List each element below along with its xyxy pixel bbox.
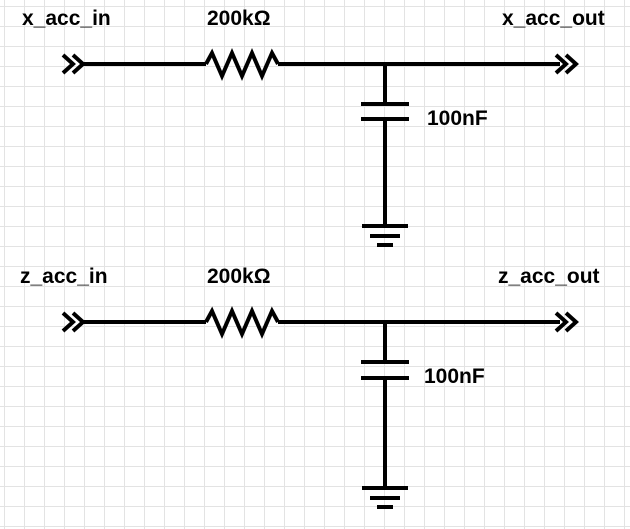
x-resistor-icon bbox=[204, 47, 280, 82]
x-input-label: x_acc_in bbox=[22, 7, 111, 30]
z-acc-circuit bbox=[61, 305, 579, 509]
x-acc-circuit bbox=[61, 47, 579, 247]
x-input-port-icon bbox=[61, 53, 86, 75]
z-output-port-icon bbox=[554, 311, 579, 333]
z-ground-icon bbox=[362, 486, 408, 509]
x-output-label: x_acc_out bbox=[502, 7, 605, 30]
x-resistor-value-label: 200kΩ bbox=[207, 7, 271, 30]
z-input-label: z_acc_in bbox=[20, 265, 108, 288]
x-output-port-icon bbox=[554, 53, 579, 75]
x-capacitor-value-label: 100nF bbox=[427, 107, 488, 130]
z-output-label: z_acc_out bbox=[498, 265, 600, 288]
z-resistor-value-label: 200kΩ bbox=[207, 265, 271, 288]
z-capacitor-value-label: 100nF bbox=[424, 365, 485, 388]
z-resistor-icon bbox=[204, 305, 280, 340]
z-input-port-icon bbox=[61, 311, 86, 333]
x-ground-icon bbox=[362, 224, 408, 247]
